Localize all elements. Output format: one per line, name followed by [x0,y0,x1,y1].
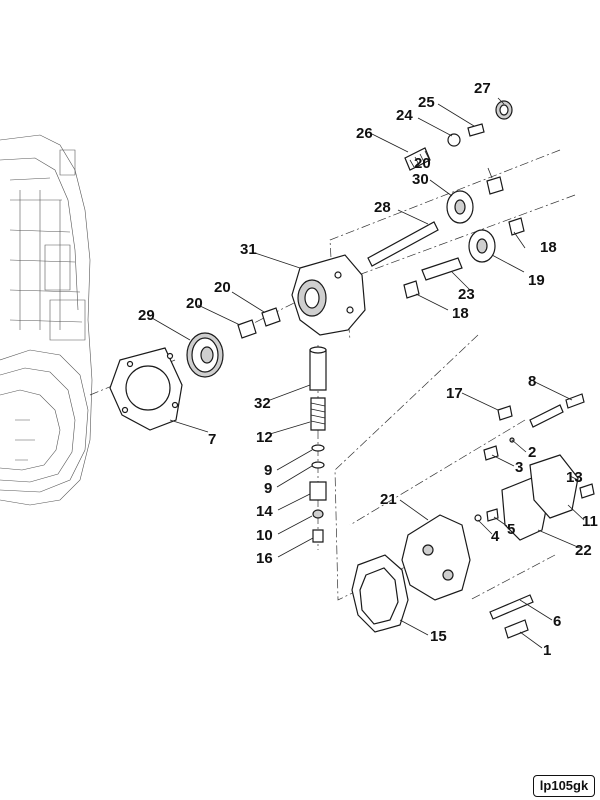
part-29-drive-gear [186,332,224,378]
callout-28: 28 [374,199,391,216]
part-32-plunger [309,346,327,391]
callout-6: 6 [553,613,561,630]
reference-code-label: lp105gk [533,775,595,797]
callout-17: 17 [446,385,463,402]
part-31-pump-housing [291,254,366,336]
callout-15: 15 [430,628,447,645]
part-21-cover [401,514,471,601]
callout-13: 13 [566,469,583,486]
callout-12: 12 [256,429,273,446]
callout-23: 23 [458,286,475,303]
callout-25: 25 [418,94,435,111]
part-20-bushings [237,176,504,339]
callout-20b: 20 [186,295,203,312]
parts-22-13-11-plate [501,454,595,541]
part-7-gasket [109,347,183,431]
engine-housing-background [0,134,93,506]
callout-9a: 9 [264,462,272,479]
callout-1: 1 [543,642,551,659]
callout-21: 21 [380,491,397,508]
leader-lines [151,97,585,649]
callout-29: 29 [138,307,155,324]
part-30-gear [446,190,474,224]
part-23-shaft [421,257,463,281]
part-15-gasket [351,554,409,633]
callout-31: 31 [240,241,257,258]
callout-30: 30 [412,171,429,188]
parts-24-25-27-small [447,100,513,147]
callout-10: 10 [256,527,273,544]
part-26-spring [404,147,431,171]
part-12-spring [310,397,326,431]
callout-20a: 20 [214,279,231,296]
callout-5: 5 [507,521,515,538]
callout-3: 3 [515,459,523,476]
callout-27: 27 [474,80,491,97]
callout-2: 2 [528,444,536,461]
callout-24: 24 [396,107,413,124]
callout-18b: 18 [540,239,557,256]
part-19-gear [468,229,496,263]
callout-22: 22 [575,542,592,559]
callout-20c: 20 [414,155,431,172]
callout-8: 8 [528,373,536,390]
callout-26: 26 [356,125,373,142]
callout-labels: 27 25 24 26 20 30 28 31 18 19 23 18 20 2… [138,80,598,659]
callout-4: 4 [491,528,500,545]
callout-14: 14 [256,503,273,520]
callout-7: 7 [208,431,216,448]
callout-16: 16 [256,550,273,567]
part-18-bushings [403,217,525,299]
part-28-shaft [367,221,439,267]
callout-19: 19 [528,272,545,289]
callout-18a: 18 [452,305,469,322]
callout-9b: 9 [264,480,272,497]
callout-32: 32 [254,395,271,412]
parts-9-10-14-16 [309,444,327,543]
callout-11: 11 [582,513,598,530]
